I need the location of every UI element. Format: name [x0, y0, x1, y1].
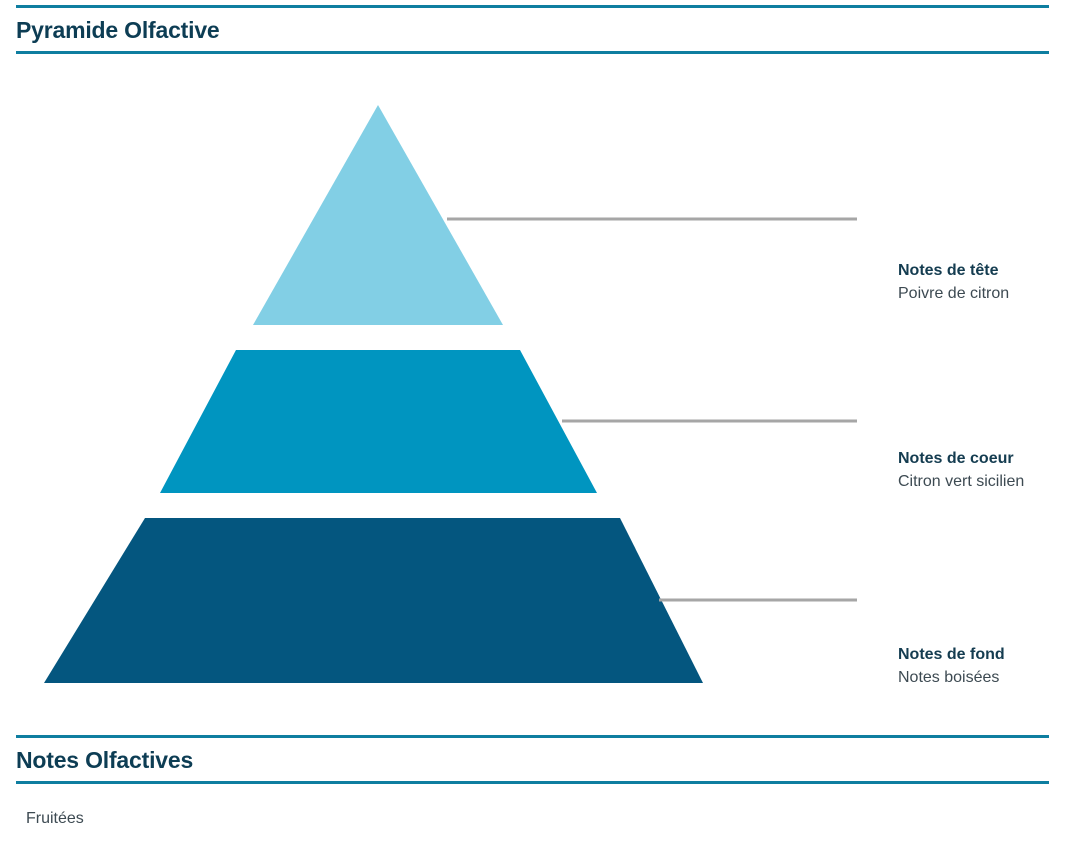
- notes-section-title: Notes Olfactives: [16, 747, 194, 773]
- tier-label-value: Citron vert sicilien: [898, 473, 1025, 490]
- section-rule-top: [16, 735, 1049, 738]
- section-rule-bottom: [16, 51, 1049, 54]
- tier-label-title: Notes de tête: [898, 262, 999, 279]
- tier-label-title: Notes de fond: [898, 646, 1005, 663]
- notes-section-header: Notes Olfactives: [16, 735, 1049, 784]
- tier-label-value: Poivre de citron: [898, 285, 1010, 302]
- section-rule-top: [16, 5, 1049, 8]
- pyramid-tier-label-middle: Notes de coeur Citron vert sicilien: [898, 449, 1065, 492]
- list-item: Fruitées: [26, 810, 84, 827]
- pyramid-tier-label-bottom: Notes de fond Notes boisées: [898, 645, 1065, 688]
- pyramid-tier-middle-shape[interactable]: [160, 350, 597, 493]
- pyramid-tier-top-shape[interactable]: [253, 105, 503, 325]
- pyramid-tier-bottom-shape[interactable]: [44, 518, 703, 683]
- pyramid-tier-label-top: Notes de tête Poivre de citron: [898, 261, 1065, 304]
- olfactory-notes-list: Fruitées: [26, 808, 84, 829]
- section-rule-bottom: [16, 781, 1049, 784]
- pyramid-diagram: [44, 105, 857, 683]
- olfactory-pyramid-chart: Notes de tête Poivre de citron Notes de …: [0, 60, 1065, 720]
- pyramid-section-header: Pyramide Olfactive: [16, 5, 1049, 54]
- tier-label-title: Notes de coeur: [898, 450, 1014, 467]
- page-title: Pyramide Olfactive: [16, 17, 220, 43]
- tier-label-value: Notes boisées: [898, 669, 1000, 686]
